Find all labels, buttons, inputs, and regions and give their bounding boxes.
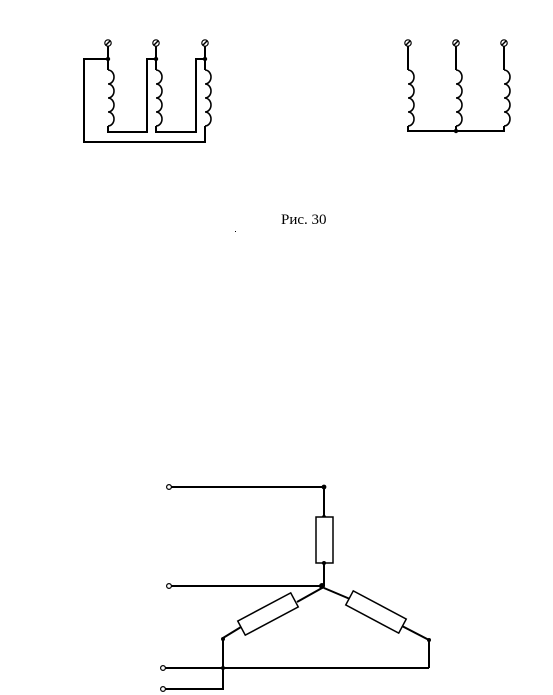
resistor-right (344, 589, 408, 635)
stray-dot (235, 231, 236, 232)
star-load-group (160, 484, 431, 692)
delta-coil-1 (107, 69, 115, 127)
resistor-vertical (315, 516, 334, 564)
star-coil-1 (407, 69, 415, 127)
delta-winding-group (83, 39, 212, 143)
star-winding-group (404, 39, 511, 134)
figure-caption: Рис. 30 (281, 212, 327, 228)
delta-coil-3 (204, 69, 212, 127)
star-coil-2 (455, 69, 463, 127)
load-terminal-3 (160, 664, 167, 671)
star-coil-3 (503, 69, 511, 127)
load-terminal-1 (166, 484, 173, 491)
load-terminal-2 (166, 582, 173, 589)
load-terminal-4 (160, 685, 167, 692)
delta-coil-2 (155, 69, 163, 127)
resistor-left (236, 591, 300, 637)
load-neutral-dot (319, 583, 325, 589)
star-neutral-dot (453, 128, 459, 134)
